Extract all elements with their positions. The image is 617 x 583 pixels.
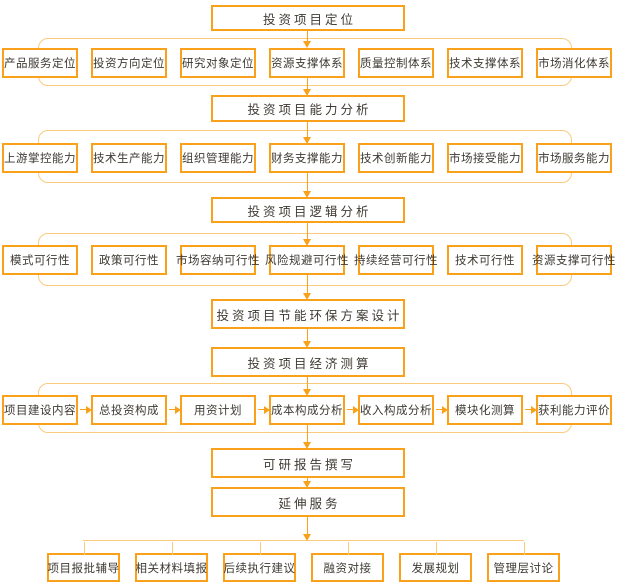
flow-node: 项目建设内容 xyxy=(2,395,78,425)
flow-node: 总投资构成 xyxy=(80,395,167,425)
flow-node-capability-analysis: 投资项目能力分析 xyxy=(211,95,405,122)
flow-node: 管理层讨论 xyxy=(487,542,560,582)
arrow-down-icon xyxy=(303,223,311,246)
arrow-down-icon xyxy=(303,78,311,96)
flow-node: 研究对象定位 xyxy=(180,48,256,78)
flow-node: 融资对接 xyxy=(311,542,384,582)
flow-node: 后续执行建议 xyxy=(223,542,296,582)
flow-node: 投资方向定位 xyxy=(91,48,167,78)
row-extended-services: 项目报批辅导相关材料填报后续执行建议融资对接发展规划管理层讨论 xyxy=(47,542,560,582)
arrow-down-icon xyxy=(303,275,311,300)
flow-node: 市场接受能力 xyxy=(447,143,523,173)
flow-node: 市场消化体系 xyxy=(536,48,612,78)
arrow-down-icon xyxy=(303,425,311,449)
flow-node-eco-design: 投资项目节能环保方案设计 xyxy=(211,299,405,329)
flow-node: 市场服务能力 xyxy=(536,143,612,173)
arrow-down-icon xyxy=(303,517,311,541)
flow-node: 用资计划 xyxy=(169,395,256,425)
flow-node: 获利能力评价 xyxy=(525,395,612,425)
flow-node: 技术创新能力 xyxy=(358,143,434,173)
flow-node: 发展规划 xyxy=(399,542,472,582)
flow-node: 项目报批辅导 xyxy=(47,542,120,582)
flow-node: 组织管理能力 xyxy=(180,143,256,173)
flow-node: 持续经营可行性 xyxy=(354,245,438,275)
flow-node: 产品服务定位 xyxy=(2,48,78,78)
flow-node-report-writing: 可研报告撰写 xyxy=(211,448,405,478)
arrow-down-icon xyxy=(303,122,311,144)
flow-node-logic-analysis: 投资项目逻辑分析 xyxy=(211,197,405,223)
arrow-down-icon xyxy=(303,329,311,348)
flow-node: 财务支撑能力 xyxy=(269,143,345,173)
flow-node: 风险规避可行性 xyxy=(265,245,349,275)
flow-node: 质量控制体系 xyxy=(358,48,434,78)
flow-node: 技术可行性 xyxy=(447,245,523,275)
row-positioning-systems: 产品服务定位投资方向定位研究对象定位资源支撑体系质量控制体系技术支撑体系市场消化… xyxy=(2,48,612,78)
flow-node: 收入构成分析 xyxy=(347,395,434,425)
flow-node-economic-calc: 投资项目经济测算 xyxy=(211,347,405,377)
flow-node: 相关材料填报 xyxy=(135,542,208,582)
flow-node: 成本构成分析 xyxy=(258,395,345,425)
row-economic-calculation: 项目建设内容总投资构成用资计划成本构成分析收入构成分析模块化测算获利能力评价 xyxy=(2,395,612,425)
flow-node: 模式可行性 xyxy=(2,245,78,275)
row-feasibility: 模式可行性政策可行性市场容纳可行性风险规避可行性持续经营可行性技术可行性资源支撑… xyxy=(2,245,616,275)
arrow-down-icon xyxy=(303,173,311,198)
arrow-down-icon xyxy=(303,31,311,48)
arrow-down-icon xyxy=(303,377,311,396)
flow-node: 资源支撑体系 xyxy=(269,48,345,78)
flow-node-extended-services: 延伸服务 xyxy=(211,487,405,517)
flow-node: 市场容纳可行性 xyxy=(176,245,260,275)
flow-node: 技术生产能力 xyxy=(91,143,167,173)
arrow-down-icon xyxy=(303,478,311,488)
flow-node-positioning: 投资项目定位 xyxy=(211,5,405,31)
flow-node: 技术支撑体系 xyxy=(447,48,523,78)
flow-node: 上游掌控能力 xyxy=(2,143,78,173)
flow-node: 模块化测算 xyxy=(436,395,523,425)
flow-node: 政策可行性 xyxy=(91,245,167,275)
row-capabilities: 上游掌控能力技术生产能力组织管理能力财务支撑能力技术创新能力市场接受能力市场服务… xyxy=(2,143,612,173)
flow-node: 资源支撑可行性 xyxy=(532,245,616,275)
